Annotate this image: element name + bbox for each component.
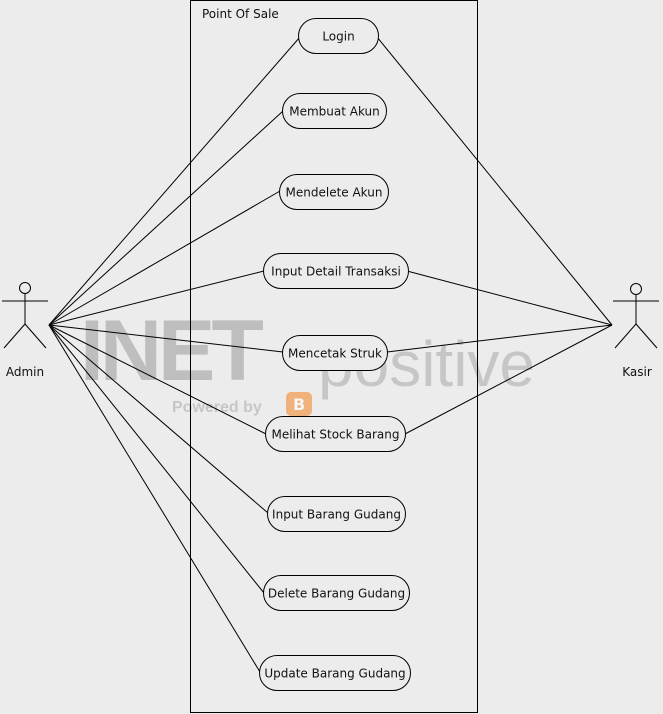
association-kasir-login <box>376 36 613 326</box>
association-admin-melihat-stock-barang <box>48 324 267 435</box>
use-case-label: Melihat Stock Barang <box>271 428 399 442</box>
system-boundary: Point Of Sale <box>190 0 478 713</box>
association-admin-mencetak-struk <box>48 324 284 353</box>
actor-kasir[interactable]: Kasir <box>613 283 659 380</box>
use-case-label: Mendelete Akun <box>286 186 383 200</box>
actor-left-leg <box>3 323 26 349</box>
actor-right-leg <box>24 323 47 349</box>
association-admin-input-barang-gudang <box>48 324 269 514</box>
use-case-login[interactable]: Login <box>298 18 379 54</box>
use-case-label: Membuat Akun <box>289 105 380 119</box>
use-case-input-detail-transaksi[interactable]: Input Detail Transaksi <box>263 253 409 289</box>
use-case-label: Mencetak Struk <box>288 347 382 361</box>
use-case-label: Update Barang Gudang <box>264 667 405 681</box>
svg-text:B: B <box>293 395 305 414</box>
use-case-update-barang-gudang[interactable]: Update Barang Gudang <box>259 655 411 691</box>
actor-kasir-label: Kasir <box>622 365 652 379</box>
actor-head <box>19 282 31 294</box>
use-case-input-barang-gudang[interactable]: Input Barang Gudang <box>267 496 406 532</box>
actor-right-leg <box>635 323 658 349</box>
watermark-powered-text: Powered by <box>172 399 262 416</box>
use-case-mencetak-struk[interactable]: Mencetak Struk <box>282 335 388 371</box>
association-admin-update-barang-gudang <box>48 324 261 673</box>
association-admin-membuat-akun <box>48 110 284 326</box>
blogger-icon <box>286 392 312 416</box>
actor-admin[interactable]: Admin <box>2 282 48 380</box>
watermark-brand: INET <box>80 303 263 399</box>
association-kasir-input-detail-transaksi <box>406 270 613 326</box>
association-admin-mendelete-akun <box>48 190 281 326</box>
use-case-label: Delete Barang Gudang <box>268 587 405 601</box>
association-lines <box>48 36 613 673</box>
use-case-mendelete-akun[interactable]: Mendelete Akun <box>279 174 389 210</box>
association-kasir-melihat-stock-barang <box>404 324 613 435</box>
use-case-delete-barang-gudang[interactable]: Delete Barang Gudang <box>263 575 410 611</box>
association-kasir-mencetak-struk <box>386 324 613 353</box>
use-case-label: Login <box>322 30 354 44</box>
actor-head <box>630 283 642 295</box>
actor-admin-label: Admin <box>6 365 44 379</box>
actor-left-leg <box>614 323 637 349</box>
association-admin-login <box>48 36 301 326</box>
use-case-melihat-stock-barang[interactable]: Melihat Stock Barang <box>265 416 406 452</box>
system-name: Point Of Sale <box>202 7 279 21</box>
use-case-label: Input Barang Gudang <box>272 508 401 522</box>
association-admin-delete-barang-gudang <box>48 324 265 594</box>
use-case-label: Input Detail Transaksi <box>271 265 401 279</box>
association-admin-input-detail-transaksi <box>48 270 265 326</box>
use-case-membuat-akun[interactable]: Membuat Akun <box>282 93 387 129</box>
